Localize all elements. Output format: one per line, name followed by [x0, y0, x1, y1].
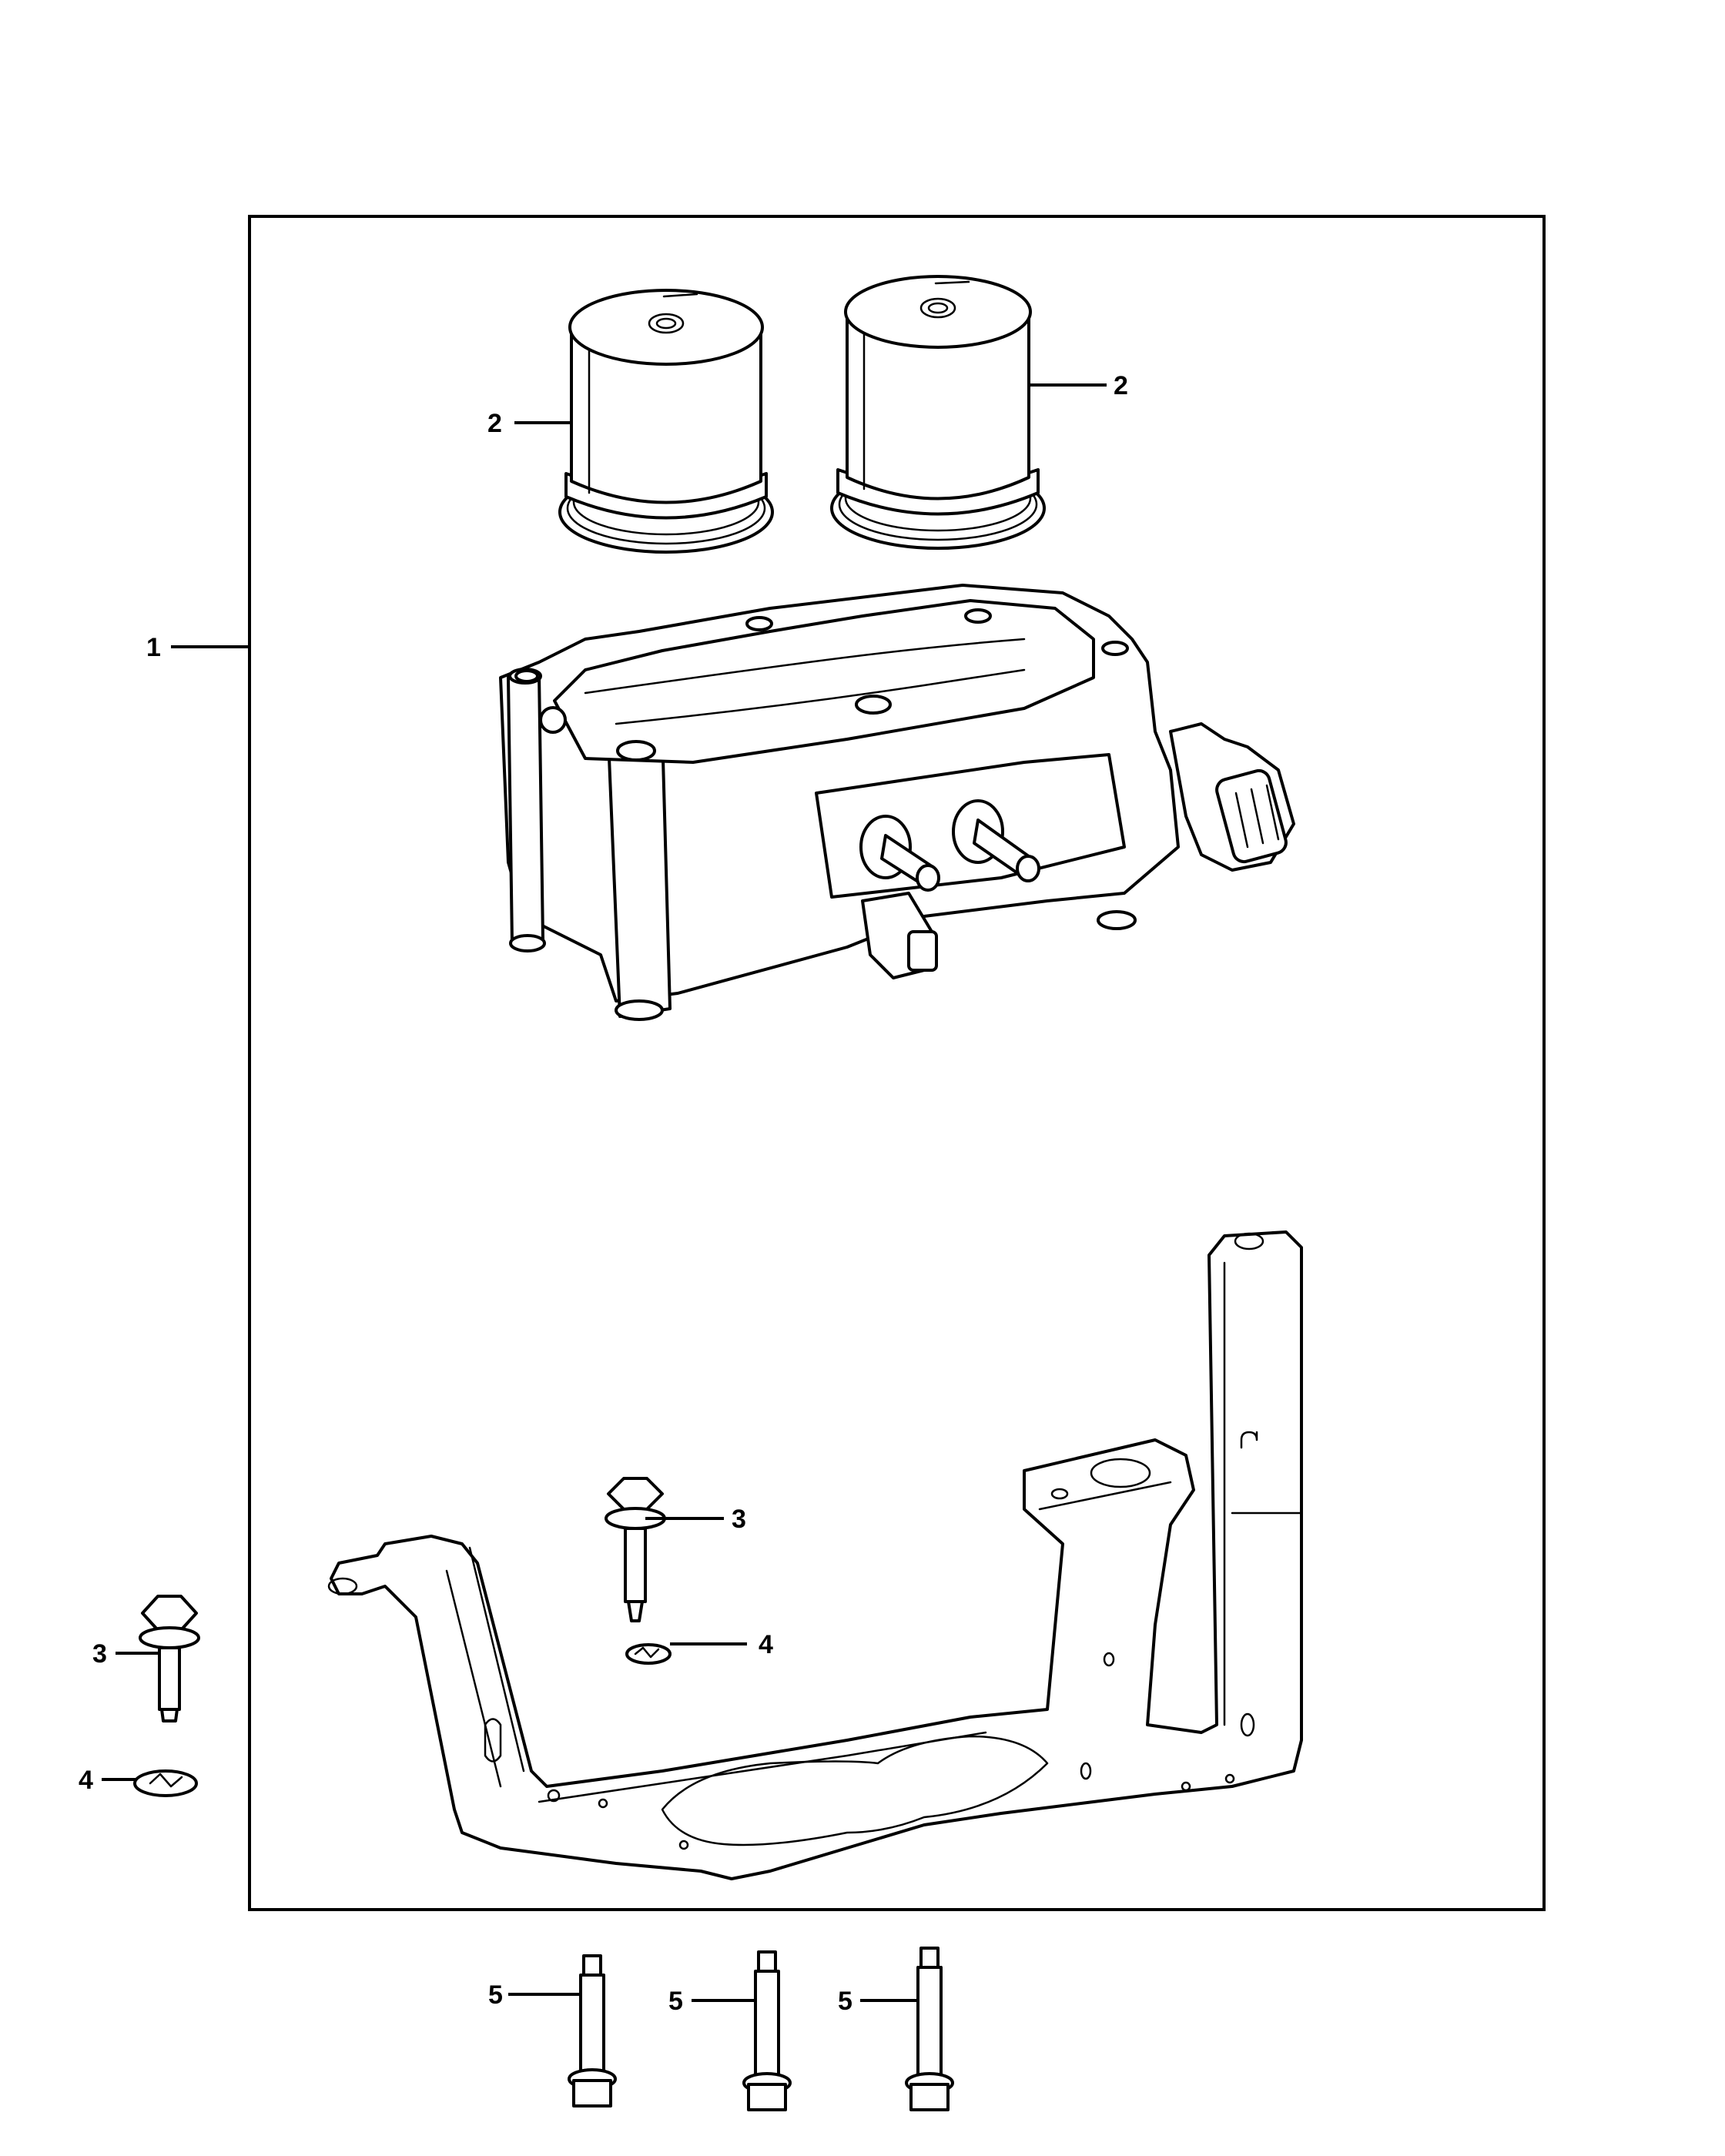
callout-4-outside: 4 — [79, 1766, 93, 1795]
callout-5-left: 5 — [488, 1980, 503, 2010]
hose-fitting-left — [859, 815, 940, 892]
callout-2-right: 2 — [1114, 371, 1128, 400]
mounting-bracket — [327, 1230, 1303, 1880]
callout-3-outside: 3 — [92, 1639, 107, 1669]
bolt-outside — [139, 1595, 200, 1722]
clip-nut-outside — [133, 1769, 198, 1797]
filter-cartridge-right — [830, 275, 1046, 550]
hose-fitting-right — [952, 799, 1040, 882]
callout-3-inside: 3 — [732, 1505, 746, 1534]
callout-4-inside: 4 — [759, 1630, 773, 1659]
callout-5-right: 5 — [838, 1987, 852, 2016]
sensor-connector — [861, 892, 938, 979]
stud-bolt-3 — [905, 1947, 954, 2111]
stud-bolt-2 — [742, 1950, 792, 2111]
clip-nut-inside-frame — [625, 1643, 672, 1665]
stud-bolt-1 — [568, 1954, 617, 2107]
callout-5-middle: 5 — [668, 1987, 683, 2016]
filter-housing-module — [499, 584, 1295, 1021]
callout-2-left: 2 — [487, 409, 502, 438]
electrical-connector — [1169, 722, 1295, 872]
assembly-frame — [248, 215, 1546, 1911]
bolt-inside-frame — [605, 1477, 666, 1622]
filter-cartridge-left — [558, 289, 774, 554]
callout-1: 1 — [146, 633, 161, 662]
